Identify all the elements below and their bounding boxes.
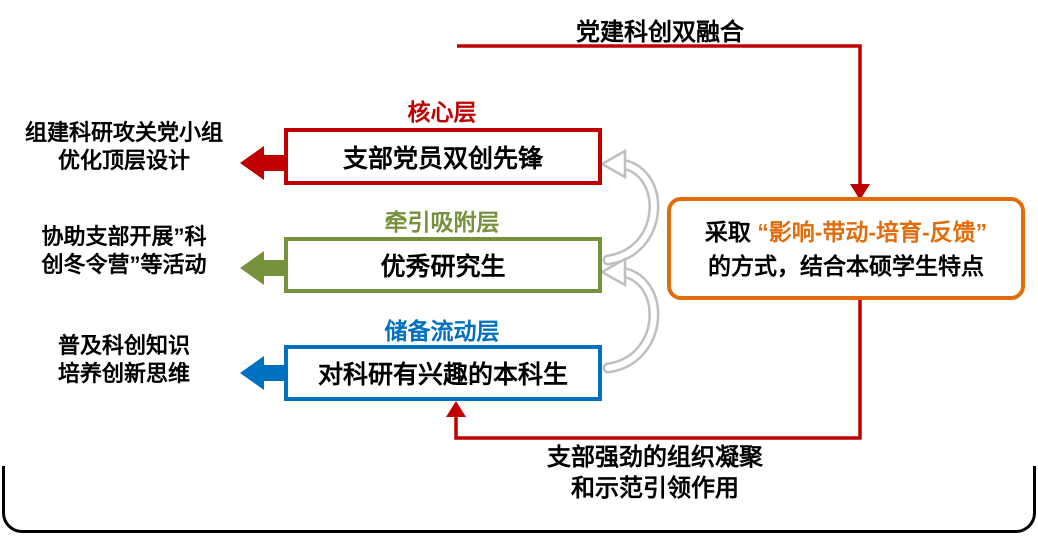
flow-up-arrow-icon-1: [599, 148, 660, 266]
method-box: 采取 “影响-带动-培育-反馈” 的方式，结合本硕学生特点: [667, 197, 1025, 300]
layer-tag-pull: 牵引吸附层: [384, 209, 500, 235]
layer-box-reserve: 对科研有兴趣的本科生: [284, 345, 602, 401]
left-note-pull-line1: 协助支部开展”科: [41, 224, 207, 249]
left-note-core-line1: 组建科研攻关党小组: [24, 120, 223, 145]
bottom-connector-line: [454, 300, 862, 440]
bottom-flow-line2: 和示范引领作用: [571, 475, 739, 502]
left-note-core-line2: 优化顶层设计: [57, 148, 190, 173]
layer-tag-reserve: 储备流动层: [384, 318, 500, 344]
method-box-line1: 采取 “影响-带动-培育-反馈”: [705, 215, 987, 249]
top-connector-arrowhead-icon: [850, 184, 870, 200]
core-left-arrow-icon: [240, 146, 286, 180]
flow-up-arrow-icon-2: [599, 256, 660, 374]
reserve-left-arrow-icon: [240, 356, 286, 390]
bottom-flow-line1: 支部强劲的组织凝聚: [547, 444, 763, 471]
left-note-reserve-line1: 普及科创知识: [57, 333, 190, 358]
left-note-reserve-line2: 培养创新思维: [57, 361, 190, 386]
method-box-line2: 的方式，结合本硕学生特点: [708, 252, 984, 279]
layer-box-core: 支部党员双创先锋: [284, 128, 602, 185]
top-flow-label: 党建科创双融合: [576, 19, 744, 46]
left-note-pull-line2: 创冬令营”等活动: [41, 252, 207, 277]
method-box-highlight: “影响-带动-培育-反馈”: [757, 218, 988, 245]
pull-left-arrow-icon: [240, 251, 286, 285]
bottom-connector-arrowhead-icon: [446, 401, 466, 417]
left-note-core: 组建科研攻关党小组 优化顶层设计: [6, 119, 242, 175]
left-note-pull: 协助支部开展”科 创冬令营”等活动: [6, 223, 242, 279]
layer-box-pull: 优秀研究生: [284, 237, 602, 293]
left-note-reserve: 普及科创知识 培养创新思维: [6, 332, 242, 388]
layer-tag-core: 核心层: [407, 99, 477, 125]
top-connector-line: [457, 44, 862, 190]
method-box-prefix: 采取: [704, 218, 751, 245]
bottom-flow-label: 支部强劲的组织凝聚 和示范引领作用: [505, 442, 805, 504]
